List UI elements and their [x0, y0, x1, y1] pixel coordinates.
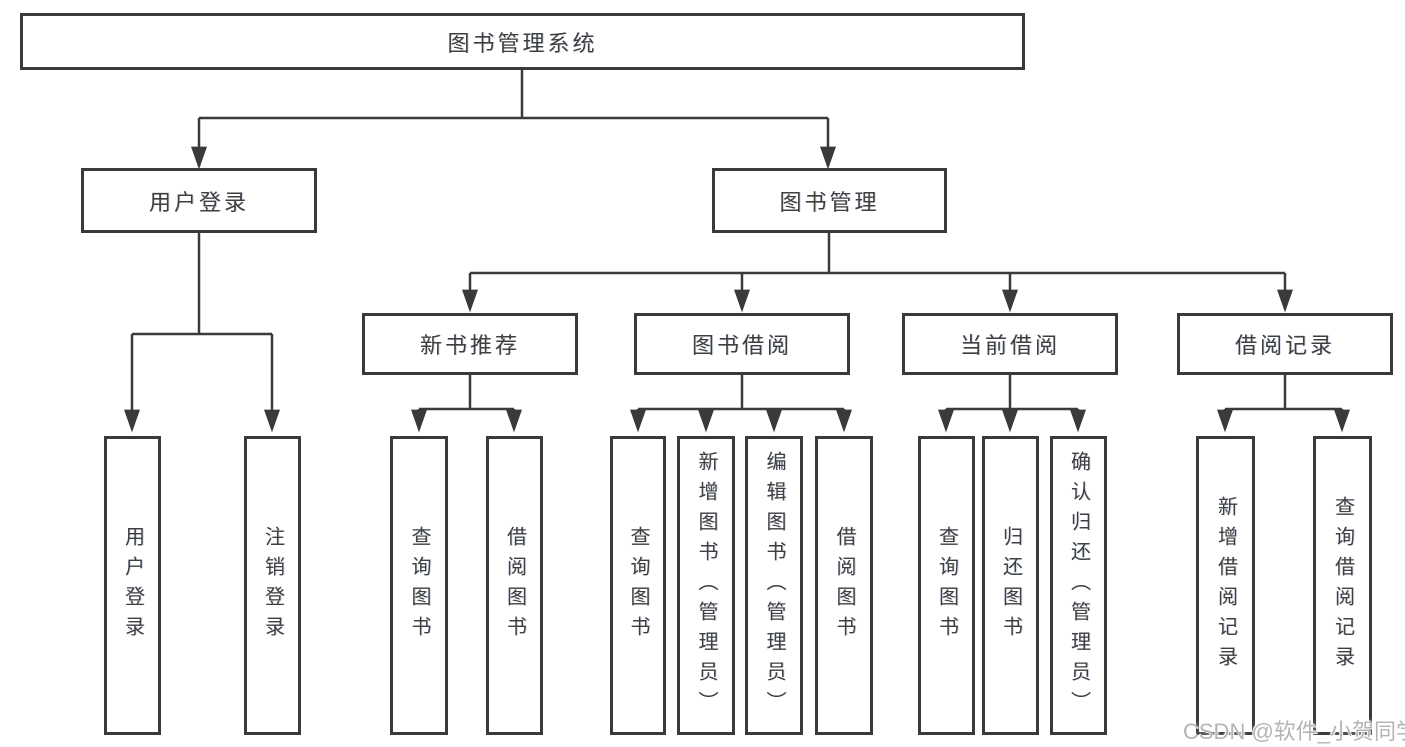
node-current-borrowing: 当前借阅	[902, 313, 1118, 375]
node-confirm-return-admin: 确认归还（管理员）	[1050, 436, 1107, 735]
node-label: 注销登录	[261, 525, 284, 646]
connector-book-management-to-level3	[461, 233, 1294, 313]
node-return-books: 归还图书	[982, 436, 1039, 735]
node-edit-books-admin: 编辑图书（管理员）	[745, 436, 803, 735]
connector-root-to-level2	[190, 70, 837, 170]
node-label: 新增图书（管理员）	[695, 450, 717, 721]
node-logout: 注销登录	[244, 436, 301, 735]
node-query-books-current: 查询图书	[918, 436, 975, 735]
node-label: 确认归还（管理员）	[1067, 450, 1090, 721]
node-user-login-leaf: 用户登录	[104, 436, 161, 735]
node-label: 用户登录	[148, 189, 249, 215]
node-label: 查询图书	[408, 525, 430, 646]
node-label: 图书借阅	[691, 333, 792, 358]
csdn-watermark: CSDN @软件_小贺同学	[1183, 719, 1405, 744]
node-query-borrow-record: 查询借阅记录	[1313, 436, 1372, 735]
node-label: 当前借阅	[959, 333, 1060, 358]
node-label: 借阅图书	[833, 525, 855, 646]
node-label: 查询图书	[935, 525, 958, 646]
node-new-book-recommend: 新书推荐	[362, 313, 578, 375]
node-query-books-recommend: 查询图书	[390, 436, 448, 735]
node-borrow-books-recommend: 借阅图书	[486, 436, 543, 735]
node-query-books-borrowing: 查询图书	[610, 436, 666, 735]
node-book-management: 图书管理	[712, 168, 947, 233]
node-label: 图书管理系统	[447, 30, 598, 56]
node-label: 编辑图书（管理员）	[763, 450, 785, 721]
node-label: 新书推荐	[419, 333, 520, 358]
connector-book-borrowing-to-children	[629, 375, 853, 433]
node-label: 图书管理	[779, 189, 880, 215]
connector-new-book-recommend-to-children	[410, 375, 523, 433]
connector-borrowing-records-to-children	[1216, 375, 1351, 433]
node-book-borrowing: 图书借阅	[634, 313, 850, 375]
node-label: 归还图书	[999, 525, 1022, 646]
node-borrowing-records: 借阅记录	[1177, 313, 1393, 375]
node-library-management-system: 图书管理系统	[20, 13, 1025, 70]
node-label: 查询借阅记录	[1331, 495, 1354, 676]
connector-user-login-to-children	[123, 233, 281, 433]
connector-current-borrowing-to-children	[937, 375, 1087, 433]
node-add-books-admin: 新增图书（管理员）	[677, 436, 735, 735]
node-borrow-books-borrowing: 借阅图书	[815, 436, 873, 735]
node-label: 借阅记录	[1234, 333, 1335, 358]
node-user-login: 用户登录	[81, 168, 317, 233]
node-add-borrow-record: 新增借阅记录	[1196, 436, 1255, 735]
node-label: 用户登录	[121, 525, 144, 646]
node-label: 借阅图书	[503, 525, 526, 646]
node-label: 新增借阅记录	[1214, 495, 1237, 676]
node-label: 查询图书	[627, 525, 649, 646]
